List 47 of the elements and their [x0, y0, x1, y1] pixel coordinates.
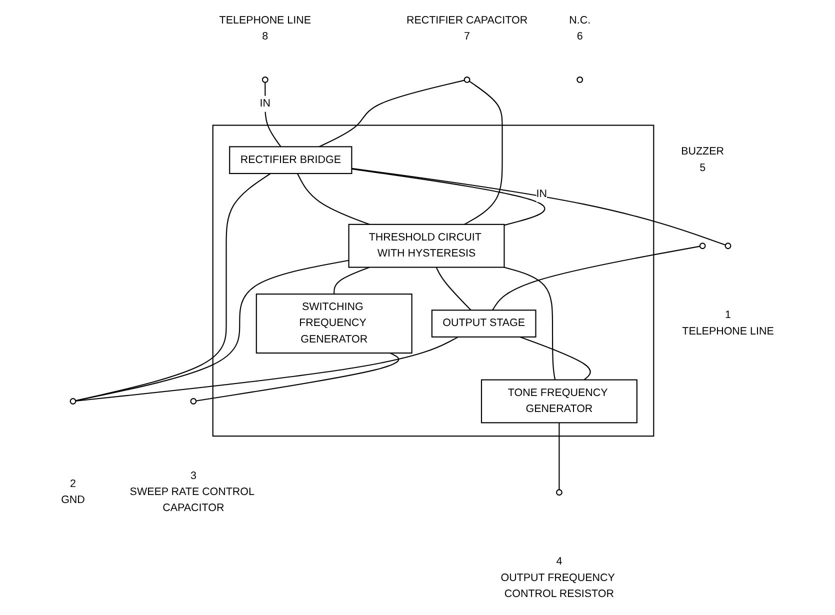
connector	[76, 336, 459, 402]
node-box: SWITCHING FREQUENCY GENERATOR	[256, 294, 412, 354]
node-label: 3	[190, 470, 196, 482]
connector	[296, 173, 370, 225]
connector	[504, 266, 556, 380]
node-label: SWEEP RATE CONTROL CAPACITOR	[130, 486, 254, 514]
connector	[352, 168, 545, 226]
edge-label: IN	[536, 188, 547, 200]
node-box: THRESHOLD CIRCUIT WITH HYSTERESIS	[348, 224, 505, 268]
node-circle	[262, 76, 268, 83]
node-label: BUZZER	[681, 146, 724, 158]
connector	[352, 168, 726, 246]
node-label: 8	[262, 30, 268, 42]
node-label: RECTIFIER CAPACITOR	[406, 14, 528, 26]
node-circle	[190, 398, 197, 404]
connector	[520, 336, 591, 380]
node-label: 7	[464, 30, 470, 42]
connector	[334, 266, 370, 294]
node-box: RECTIFIER BRIDGE	[229, 146, 352, 174]
connector	[196, 352, 400, 402]
node-label: N.C.	[569, 14, 591, 26]
connector	[464, 80, 503, 225]
node-circle	[724, 242, 732, 250]
node-label: 6	[576, 30, 583, 42]
node-label: 1	[725, 310, 732, 321]
node-circle	[576, 76, 584, 83]
connector	[492, 246, 700, 310]
cluster	[212, 124, 654, 437]
node-label: OUTPUT FREQUENCY CONTROL RESISTOR	[500, 572, 615, 600]
node-label: 4	[556, 556, 562, 568]
node-circle	[464, 76, 470, 83]
node-label: 5	[700, 162, 706, 174]
connector	[558, 422, 560, 490]
node-circle	[70, 398, 76, 404]
connector	[436, 267, 472, 311]
node-label: TELEPHONE LINE	[219, 14, 312, 26]
node-label: GND	[61, 494, 85, 506]
node-circle	[699, 242, 706, 250]
node-label: TELEPHONE LINE	[682, 326, 774, 337]
node-box: OUTPUT STAGE	[431, 310, 536, 338]
connector	[76, 260, 349, 402]
node-box: TONE FREQUENCY GENERATOR	[480, 379, 638, 424]
edge-label: IN	[260, 98, 271, 110]
node-circle	[556, 489, 562, 496]
node-label: 2	[70, 478, 76, 490]
connector	[318, 80, 465, 148]
connector	[264, 82, 282, 148]
